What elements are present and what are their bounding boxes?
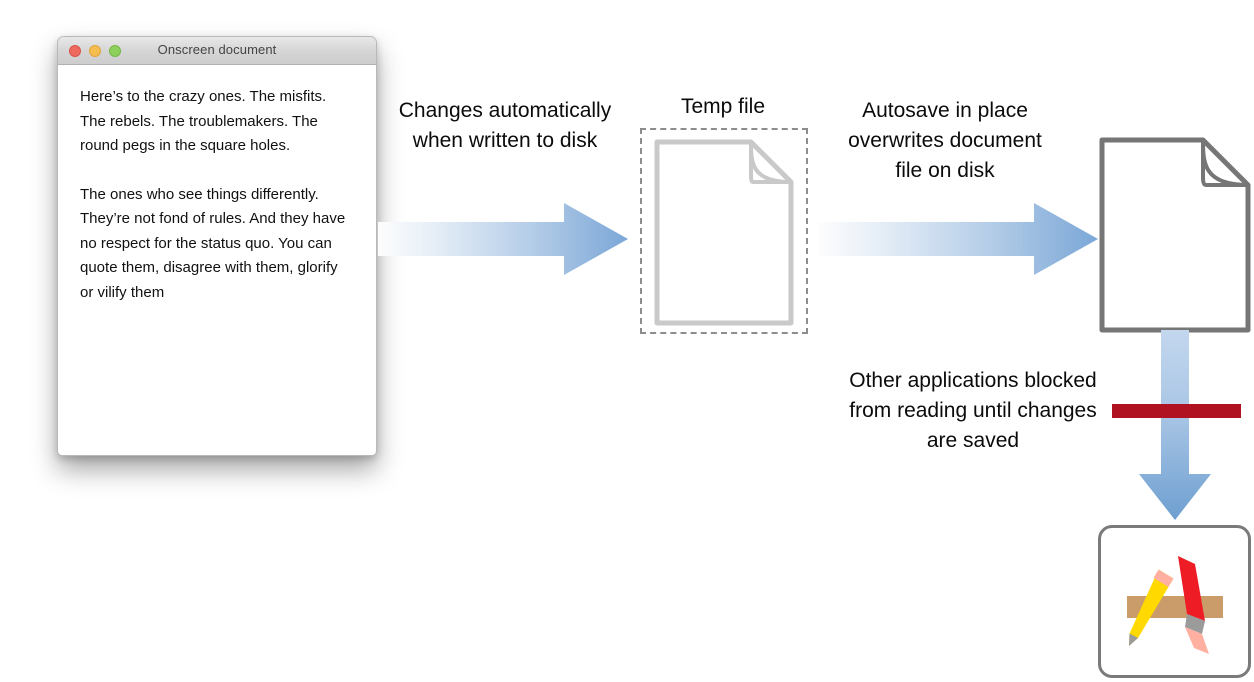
pencil-icon: [1129, 569, 1174, 646]
saved-document-icon: [1099, 137, 1251, 333]
label-other-applications-blocked: Other applications blocked from reading …: [849, 369, 1097, 452]
blocked-red-bar: [1112, 404, 1241, 418]
textedit-glyph: [1127, 556, 1223, 654]
document-paragraph: The ones who see things differently. The…: [80, 185, 346, 301]
temp-file-document-icon: [654, 139, 794, 326]
document-text-area[interactable]: Here’s to the crazy ones. The misfits. T…: [58, 65, 376, 305]
traffic-lights: [69, 45, 121, 57]
window-titlebar[interactable]: Onscreen document: [58, 37, 376, 65]
arrow-saved-to-app: [1139, 330, 1211, 520]
temp-file-placeholder-box: [640, 128, 808, 334]
app-icon-textedit[interactable]: [1098, 525, 1251, 678]
document-paragraph: Here’s to the crazy ones. The misfits. T…: [80, 88, 327, 154]
label-changes-automatically: Changes automatically when written to di…: [398, 99, 612, 152]
zoom-button-icon[interactable]: [109, 45, 121, 57]
onscreen-document-window[interactable]: Onscreen document Here’s to the crazy on…: [57, 36, 377, 456]
window-title: Onscreen document: [157, 42, 277, 57]
label-autosave-in-place: Autosave in place overwrites document fi…: [848, 99, 1042, 182]
arrow-document-to-temp: [378, 203, 628, 275]
close-button-icon[interactable]: [69, 45, 81, 57]
label-temp-file: Temp file: [680, 95, 766, 118]
pen-icon: [1178, 556, 1209, 654]
arrow-temp-to-saved: [818, 203, 1098, 275]
minimize-button-icon[interactable]: [89, 45, 101, 57]
